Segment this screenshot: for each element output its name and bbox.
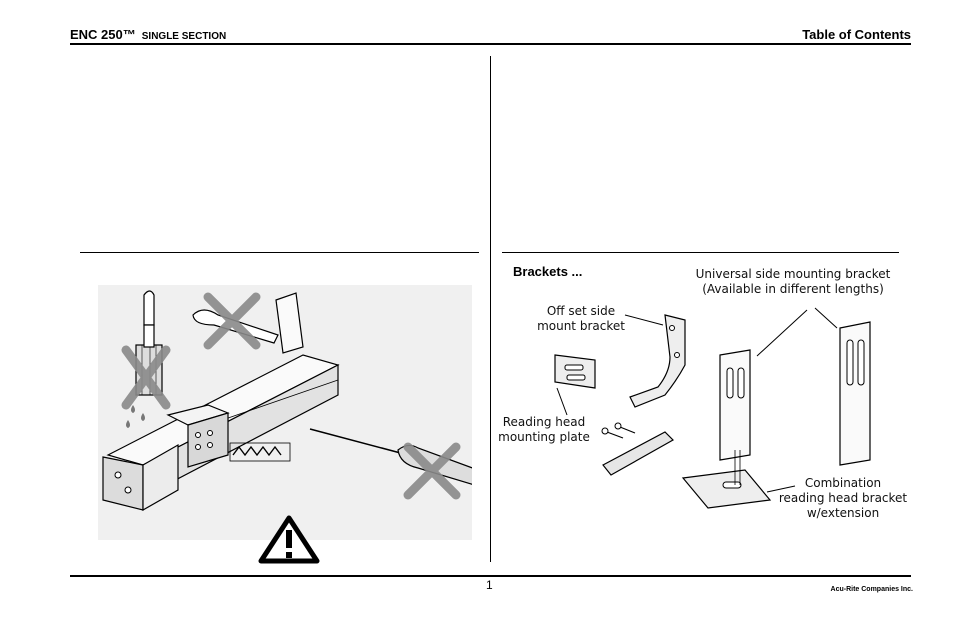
- label-reading-plate: Reading head mounting plate: [498, 415, 590, 445]
- header-rule: [70, 43, 911, 45]
- label-offset-bracket: Off set side mount bracket: [530, 304, 632, 334]
- encoder-handling-illustration: [98, 285, 472, 540]
- brackets-heading: Brackets ...: [513, 264, 583, 279]
- caution-icon: [258, 515, 320, 564]
- label-universal-line1: Universal side mounting bracket: [695, 267, 891, 281]
- label-reading-line2: mounting plate: [498, 430, 590, 444]
- label-combination-bracket: Combination reading head bracket w/exten…: [770, 476, 916, 521]
- right-section-rule: [502, 252, 899, 253]
- label-reading-line1: Reading head: [502, 415, 586, 429]
- label-universal-bracket: Universal side mounting bracket (Availab…: [693, 267, 893, 297]
- left-section-rule: [80, 252, 479, 253]
- section-name: SINGLE SECTION: [141, 31, 227, 42]
- label-offset-line2: mount bracket: [537, 319, 625, 333]
- footer-rule: [70, 575, 911, 577]
- header-product: ENC 250™ SINGLE SECTION: [70, 27, 226, 42]
- company-name: Acu-Rite Companies Inc.: [830, 586, 913, 593]
- label-combo-line1: Combination: [804, 476, 882, 490]
- column-divider: [490, 56, 491, 562]
- header-title[interactable]: Table of Contents: [802, 27, 911, 42]
- label-offset-line1: Off set side: [546, 304, 616, 318]
- label-combo-line2: reading head bracket: [778, 491, 908, 505]
- label-universal-line2: (Available in different lengths): [702, 282, 884, 296]
- label-combo-line3: w/extension: [806, 506, 880, 520]
- brackets-illustration: [495, 300, 915, 530]
- product-name: ENC 250™: [70, 27, 136, 42]
- page-number: 1: [486, 578, 493, 592]
